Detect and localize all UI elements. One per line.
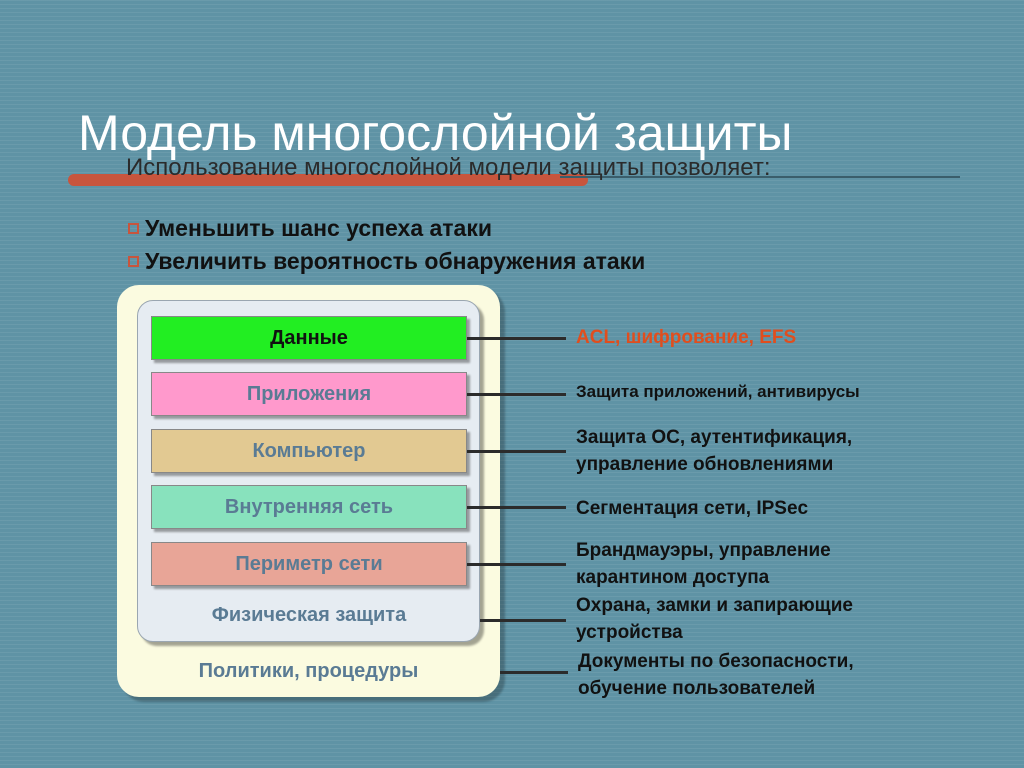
layer-applications-label: Приложения [246, 382, 372, 405]
slide-title: Модель многослойной защиты [78, 105, 793, 161]
connector-line [467, 393, 566, 396]
layer-internal-network: Внутренняя сеть [151, 485, 467, 529]
desc-computer: Защита ОС, аутентификация, управление об… [576, 424, 852, 478]
desc-physical-line: Охрана, замки и запирающие [576, 595, 853, 616]
layer-internal-network-label: Внутренняя сеть [224, 495, 394, 518]
desc-computer-line: Защита ОС, аутентификация, [576, 427, 853, 448]
desc-perimeter-line: карантином доступа [576, 567, 770, 588]
layer-applications: Приложения [151, 372, 467, 416]
layer-physical-label: Физическая защита [211, 604, 407, 626]
bullet-text: Уменьшить шанс успеха атаки [145, 215, 492, 241]
desc-physical-line: устройства [576, 622, 683, 643]
bullet-text: Увеличить вероятность обнаружения атаки [145, 248, 646, 274]
layer-data-label: Данные [270, 326, 348, 349]
desc-policies-line: обучение пользователей [578, 678, 816, 699]
checkbox-bullet-icon [128, 223, 139, 234]
bullet-item: Увеличить вероятность обнаружения атаки [128, 248, 645, 275]
desc-perimeter-line: Брандмауэры, управление [576, 540, 831, 561]
connector-line [467, 337, 566, 340]
title-underline-line [560, 176, 960, 178]
layer-policies-label: Политики, процедуры [198, 660, 419, 682]
layer-data: Данные [151, 316, 467, 360]
connector-line [467, 506, 566, 509]
connector-line [467, 563, 566, 566]
desc-physical: Охрана, замки и запирающие устройства [576, 592, 853, 646]
connector-line [467, 450, 566, 453]
bullet-item: Уменьшить шанс успеха атаки [128, 215, 492, 242]
desc-internal-network: Сегментация сети, IPSec [576, 498, 809, 519]
layer-network-perimeter: Периметр сети [151, 542, 467, 586]
desc-network-perimeter: Брандмауэры, управление карантином досту… [576, 537, 831, 591]
checkbox-bullet-icon [128, 256, 139, 267]
intro-text: Использование многослойной модели защиты… [126, 154, 771, 181]
connector-line [500, 671, 568, 674]
desc-data: ACL, шифрование, EFS [576, 327, 797, 348]
desc-applications: Защита приложений, антивирусы [576, 382, 860, 401]
desc-policies-line: Документы по безопасности, [578, 651, 854, 672]
desc-computer-line: управление обновлениями [576, 454, 834, 475]
desc-policies: Документы по безопасности, обучение поль… [578, 648, 854, 702]
connector-line [480, 619, 566, 622]
layer-computer: Компьютер [151, 429, 467, 473]
title-underline-bar [68, 174, 588, 186]
layer-network-perimeter-label: Периметр сети [235, 552, 383, 575]
layer-computer-label: Компьютер [252, 439, 366, 462]
